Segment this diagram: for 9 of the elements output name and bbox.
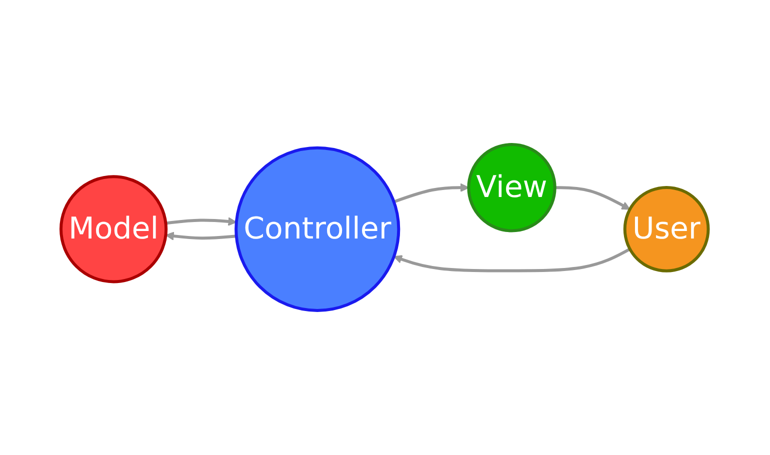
node-circle: Model <box>60 175 168 284</box>
arrow <box>166 232 237 240</box>
node-circle: User <box>624 186 710 272</box>
node-circle: View <box>468 143 557 232</box>
node-circle: Controller <box>234 146 401 312</box>
arrow <box>394 183 470 204</box>
arrow <box>555 186 631 210</box>
arrow <box>166 217 238 226</box>
arrow <box>394 248 631 272</box>
